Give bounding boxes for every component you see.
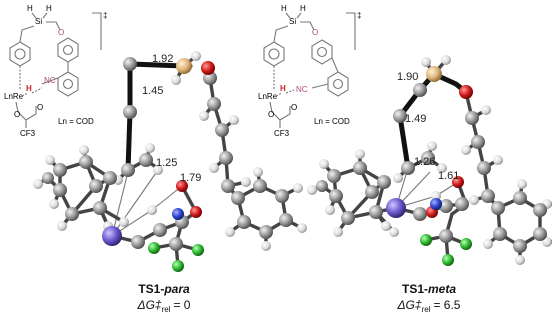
panel-para: ‡ Si H H O NC LnRe H (4, 4, 307, 314)
oxygen-label: O (37, 103, 43, 112)
atoms-para (33, 51, 307, 272)
energy-subscript: rel (162, 305, 171, 314)
hydrogen-label: H (46, 4, 52, 13)
svg-text:TS1-para: TS1-para (138, 282, 190, 296)
silicon-label: Si (35, 17, 42, 26)
panel-meta: ‡ Si H H O NC LnRe H O O CF3 (258, 4, 552, 314)
hydrogen-label: H (281, 4, 287, 13)
bond-length-label: 1.26 (414, 156, 435, 168)
svg-text:ΔG‡rel= 0: ΔG‡rel= 0 (137, 298, 191, 314)
scheme-para: ‡ Si H H O NC LnRe H (4, 4, 107, 138)
energy-subscript: rel (422, 305, 431, 314)
metal-label: LnRe (258, 92, 278, 101)
ligand-note: Ln = COD (58, 117, 94, 126)
dagger-mark: ‡ (357, 11, 361, 20)
hydrogen-label: H (27, 4, 33, 13)
bond-length-label: 1.61 (438, 170, 459, 182)
energy-label: ΔG‡ (137, 298, 162, 312)
caption-para: TS1-para ΔG‡rel= 0 (137, 282, 191, 314)
bond-length-label: 1.92 (152, 53, 173, 65)
bond-length-label: 1.49 (405, 113, 426, 125)
oxygen-label: O (268, 110, 274, 119)
oxygen-label: O (291, 103, 297, 112)
nitrile-label: NC (44, 76, 56, 85)
oxygen-label: O (14, 110, 20, 119)
ligand-note: Ln = COD (314, 117, 350, 126)
oxygen-label: O (58, 28, 64, 37)
energy-value: = 0 (173, 298, 190, 312)
bond-length-label: 1.79 (180, 172, 201, 184)
bond-length-label: 1.25 (156, 157, 177, 169)
ts-isomer: para (163, 282, 190, 296)
silicon-label: Si (289, 17, 296, 26)
energy-value: = 6.5 (433, 298, 460, 312)
energy-label: ΔG‡ (397, 298, 422, 312)
hydrogen-label: H (300, 4, 306, 13)
scheme-meta: ‡ Si H H O NC LnRe H O O CF3 (258, 4, 361, 138)
dagger-mark: ‡ (103, 11, 107, 20)
atoms-meta (307, 55, 552, 266)
nitrile-label: NC (296, 85, 308, 94)
hydride-label: H (280, 84, 286, 93)
ts-isomer: meta (428, 282, 456, 296)
cf3-label: CF3 (20, 129, 36, 138)
oxygen-label: O (312, 28, 318, 37)
svg-text:TS1-meta: TS1-meta (402, 282, 456, 296)
ts-name: TS1- (402, 282, 428, 296)
hydride-label: H (26, 84, 32, 93)
svg-text:ΔG‡rel= 6.5: ΔG‡rel= 6.5 (397, 298, 461, 314)
caption-meta: TS1-meta ΔG‡rel= 6.5 (397, 282, 461, 314)
ts-name: TS1- (138, 282, 164, 296)
metal-label: LnRe (4, 92, 24, 101)
bond-length-label: 1.45 (142, 85, 163, 97)
cf3-label: CF3 (274, 129, 290, 138)
bond-length-label: 1.90 (397, 71, 418, 83)
